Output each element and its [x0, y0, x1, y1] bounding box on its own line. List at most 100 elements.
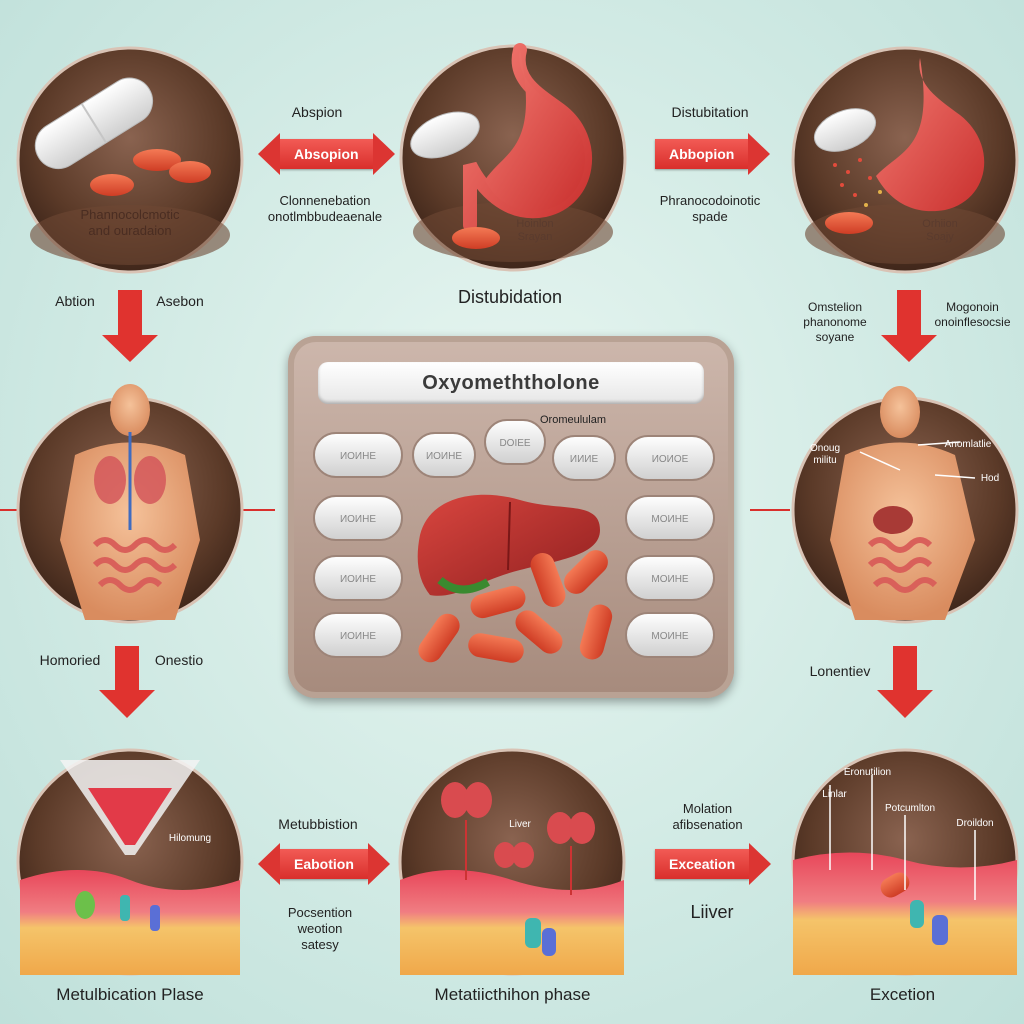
lung-right: [134, 456, 166, 504]
capsule-orange: [468, 633, 524, 663]
bottom-caption-3: Excetion: [869, 985, 936, 1004]
tag4-heading: Molation afibsenation: [672, 801, 743, 832]
arrow-down-right-bottom: [877, 646, 933, 718]
capsule-white: [34, 77, 154, 170]
tissue-layer: [793, 852, 1017, 975]
tag-distribution: Abbopion: [655, 133, 771, 175]
pill-white: МОИНЕ: [625, 612, 715, 658]
tag-excretion: Exceation: [655, 843, 772, 885]
pill-white: ИОИНЕ: [313, 495, 403, 541]
label-right-top-b: Mogonoin onoinflesocsie: [934, 300, 1011, 329]
funnel-liquid: [88, 788, 172, 845]
circle-top-middle: [399, 43, 627, 272]
pill-white: МОИНЕ: [625, 555, 715, 601]
tablet-white: [813, 108, 877, 152]
bottom-caption-2: Metatiicthihon phase: [434, 985, 591, 1004]
pill-label: МОИНЕ: [651, 631, 689, 642]
circle-bottom-left: [16, 748, 244, 976]
intestine-icon: [867, 537, 938, 593]
pill-white: ИОИНЕ: [412, 432, 476, 478]
tablet-orange: [133, 149, 181, 171]
capsule-orange: [418, 613, 460, 663]
callout-1: Onoug militu: [809, 443, 841, 466]
tissue-layer: [400, 870, 624, 975]
lung-left: [94, 456, 126, 504]
arrow-down-left-bottom: [99, 646, 155, 718]
tablet-orange: [452, 227, 500, 249]
callout-2: Anomlatlie: [944, 439, 992, 450]
top-center-caption: Distubidation: [457, 287, 563, 307]
pill-white: ИОИНЕ: [313, 555, 403, 601]
callout-3: Hod: [980, 473, 1000, 484]
intestine-icon: [92, 537, 178, 593]
label-left-top-b: Asebon: [156, 293, 204, 309]
stomach-body: [485, 50, 586, 211]
pill-white: ИОИНЕ: [313, 432, 403, 478]
tablet-orange: [169, 161, 211, 183]
tablet-orange: [825, 212, 873, 234]
bottom-circle3-label-1: Eronutilion: [843, 767, 892, 778]
bottom-circle3-label-3: Potcumlton: [884, 803, 936, 814]
capsule-orange: [579, 604, 613, 660]
pill-label: ИОИНЕ: [340, 451, 376, 462]
receptor: [932, 915, 948, 945]
circle-bottom-right: [791, 748, 1019, 976]
receptor: [910, 900, 924, 928]
pill-label: ИОИОЕ: [652, 454, 689, 465]
pill-white: ИИИЕ: [552, 435, 616, 481]
receptor: [150, 905, 160, 931]
pill-grid-top: ИОИНЕ ИОИНЕ DOIEE ИИИЕ ИОИОЕ ИОИНЕ МОИНЕ ИОИНЕ М…: [313, 419, 715, 658]
pill-label: DOIEE: [499, 438, 530, 449]
circle-mid-left: [16, 384, 244, 624]
capsule-orange: [470, 585, 526, 619]
bottom-circle3-label-4: Droildon: [956, 818, 994, 829]
tag-absorption: Absopion: [258, 133, 394, 175]
bottom-circle2-label: Liver: [509, 819, 531, 830]
tag1-heading: Abspion: [291, 104, 343, 120]
pill-white: DOIEE: [484, 419, 546, 465]
circle-top-left: [16, 46, 244, 274]
circle3-label: Orhiion Soajy: [922, 218, 958, 243]
pill-label: МОИНЕ: [651, 574, 689, 585]
label-right-top-a: Omstelion phanonome soyane: [803, 300, 867, 344]
tag2-heading: Distubitation: [671, 104, 749, 120]
label-left-bottom-a: Homoried: [39, 652, 101, 668]
tag2-caption: Phranocodoinotic spade: [659, 193, 761, 224]
receptor: [525, 918, 541, 948]
circle2-label: Hoinlon Srayan: [516, 218, 554, 243]
tablet-white: [410, 111, 480, 159]
bottom-circle3-label-2: Linlar: [822, 789, 847, 800]
pill-label: ИОИНЕ: [340, 514, 376, 525]
receptor: [542, 928, 556, 956]
capsule-orange: [530, 552, 566, 608]
callout-line: [917, 441, 961, 446]
tissue-layer: [20, 870, 240, 975]
circle1-label: Phannocolcmotic and ouradaion: [80, 207, 180, 238]
panel-title: Oxyomeththolone: [318, 362, 704, 404]
capsule-cluster-top: [418, 550, 613, 663]
cell: [75, 891, 95, 919]
pill-white: МОИНЕ: [625, 495, 715, 541]
label-left-bottom-b: Onestio: [154, 652, 204, 668]
circle-bottom-middle: [398, 748, 626, 976]
stomach-icon: [876, 58, 985, 212]
pill-label: ИИИЕ: [570, 454, 599, 465]
lungs-icon: [441, 782, 595, 868]
liver-icon: [873, 506, 913, 534]
capsule-orange: [515, 610, 563, 654]
liver-vessel: [437, 576, 490, 594]
pill-white: ИОИНЕ: [313, 612, 403, 658]
pill-label: ИОИНЕ: [340, 574, 376, 585]
dissolving-particles: [833, 158, 882, 207]
arrow-down-left-top: [102, 290, 158, 362]
label-right-bottom: Lonentiev: [809, 663, 871, 679]
tablet-orange: [90, 174, 134, 196]
down-arrows: [99, 290, 937, 718]
tag3-caption: Pocsention weotion satesy: [287, 905, 353, 952]
circle-mid-right: [791, 386, 1019, 624]
capsule-orange: [880, 872, 910, 898]
bottom-caption-1: Metulbication Plase: [56, 985, 204, 1004]
tag-metabolism: Eabotion: [258, 843, 390, 885]
tag1-caption: Clonnenebation onotlmbbudeaenale: [267, 193, 383, 224]
